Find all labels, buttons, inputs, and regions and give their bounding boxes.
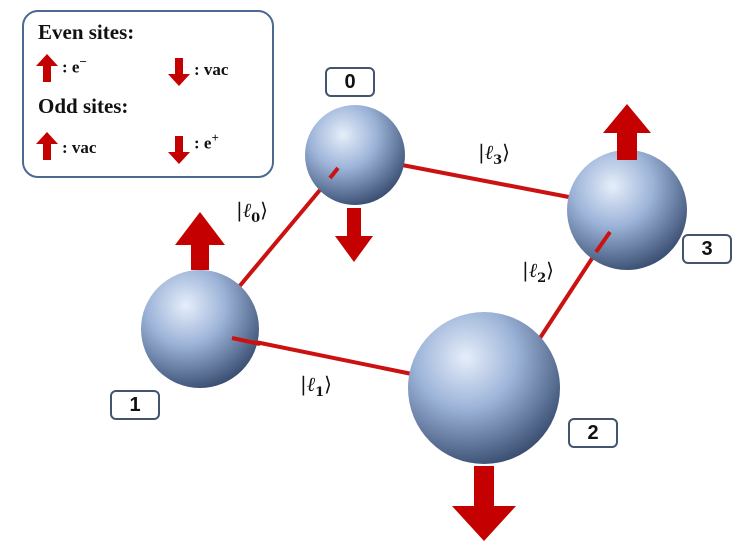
link-label-1: |ℓ1⟩	[300, 372, 332, 400]
site-label-3: 3	[682, 234, 732, 264]
site-label-2: 2	[568, 418, 618, 448]
legend-odd-down-arrow-icon	[168, 136, 190, 164]
link-label-0-open: |	[236, 198, 243, 222]
link-label-0-close: ⟩	[260, 198, 268, 222]
link-0-3	[401, 163, 575, 200]
legend-even-up-text: : e	[62, 57, 80, 77]
link-label-0-symbol: ℓ	[242, 198, 252, 222]
legend-odd-down-sup: +	[211, 130, 219, 145]
link-label-0: |ℓ0⟩	[236, 198, 268, 226]
legend-odd-down-text: : e	[194, 133, 212, 153]
link-label-2: |ℓ2⟩	[522, 258, 554, 286]
legend-odd-up-label: : vac	[62, 138, 97, 157]
link-label-1-index: 1	[315, 385, 325, 400]
link-0-1-inner	[328, 166, 340, 180]
legend-even-up-sup: −	[79, 54, 87, 69]
link-label-2-open: |	[522, 258, 529, 282]
link-label-3-symbol: ℓ	[484, 140, 494, 164]
site-label-1: 1	[110, 390, 160, 420]
site-0-spin-down-arrow	[335, 208, 373, 262]
legend-even-down-label: : vac	[194, 60, 229, 79]
link-2-3-inner	[594, 230, 612, 254]
link-label-1-symbol: ℓ	[306, 372, 316, 396]
link-label-1-close: ⟩	[324, 372, 332, 396]
legend-even-down-arrow-icon	[168, 58, 190, 86]
site-2-sphere	[408, 312, 560, 464]
site-0-sphere	[305, 105, 405, 205]
link-1-2-inner	[231, 336, 261, 346]
legend-even-up-arrow-icon	[36, 54, 58, 82]
link-label-2-close: ⟩	[546, 258, 554, 282]
legend-odd-down-label: : e+	[194, 130, 219, 154]
link-label-2-symbol: ℓ	[528, 258, 538, 282]
link-0-1	[236, 170, 337, 290]
site-3-spin-up-arrow	[603, 104, 651, 160]
link-label-1-open: |	[300, 372, 307, 396]
link-label-2-index: 2	[537, 271, 547, 286]
link-label-0-index: 0	[251, 211, 261, 226]
site-1-sphere	[141, 270, 259, 388]
link-label-3-index: 3	[493, 153, 503, 168]
site-1-spin-up-arrow	[175, 212, 225, 270]
legend-box: Even sites: : e− : vac Odd sites: : vac …	[22, 10, 274, 178]
link-label-3-close: ⟩	[502, 140, 510, 164]
site-2-spin-down-arrow	[452, 466, 516, 541]
site-3-sphere	[567, 150, 687, 270]
legend-odd-heading: Odd sites:	[38, 94, 129, 118]
legend-even-heading: Even sites:	[38, 20, 135, 44]
link-label-3: |ℓ3⟩	[478, 140, 510, 168]
link-1-2	[235, 336, 413, 376]
legend-odd-up-arrow-icon	[36, 132, 58, 160]
site-label-0: 0	[325, 67, 375, 97]
legend-even-up-label: : e−	[62, 54, 87, 78]
link-label-3-open: |	[478, 140, 485, 164]
